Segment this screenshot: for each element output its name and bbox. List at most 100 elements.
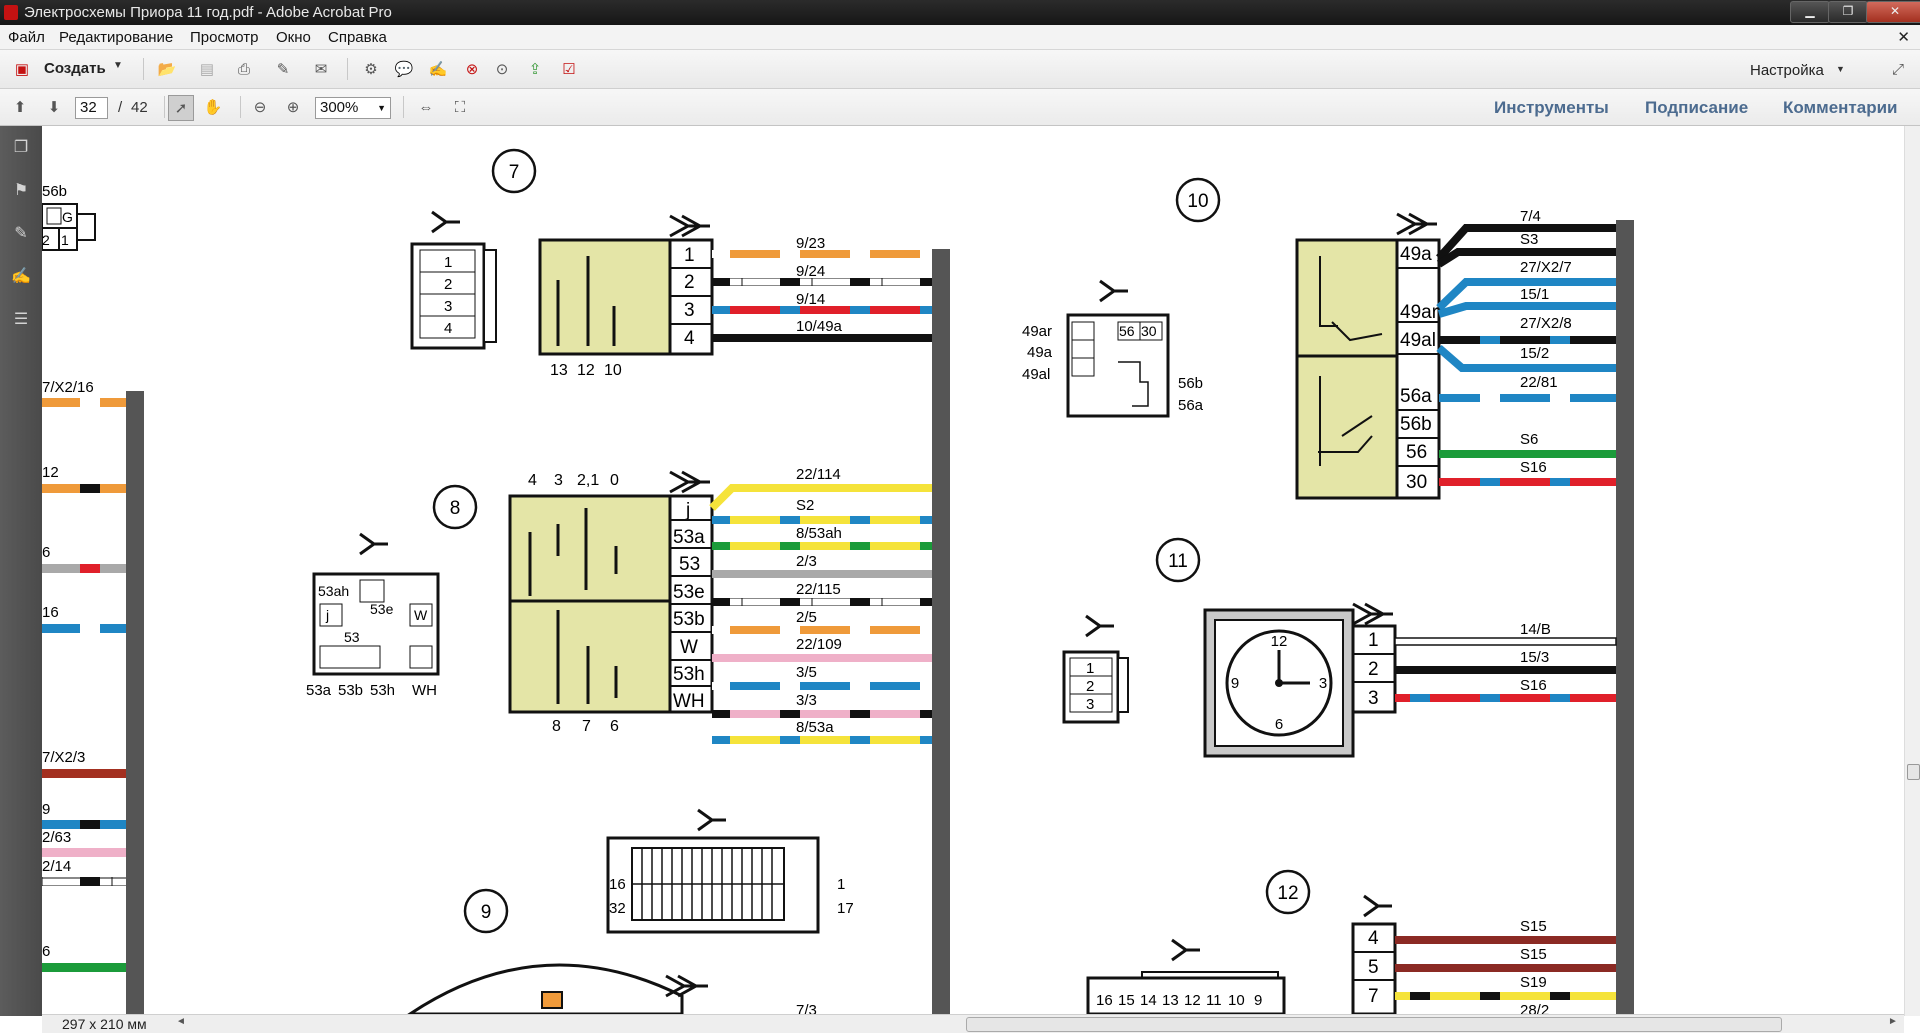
attachments-icon[interactable]: ✎ — [14, 225, 28, 242]
tools-panel-link[interactable]: Инструменты — [1494, 98, 1609, 117]
fit-page-icon[interactable]: ⛶ — [454, 98, 466, 116]
zoom-level-select[interactable]: 300%▼ — [315, 97, 391, 119]
clock-numeral: 3 — [1319, 675, 1327, 692]
wire-segment — [1395, 964, 1616, 972]
block-number: 9 — [481, 902, 492, 923]
wire-label: 15/3 — [1520, 649, 1549, 666]
wire-label: 28/2 — [1520, 1002, 1549, 1014]
scroll-left-icon[interactable]: ◄ — [176, 1016, 186, 1027]
wire-label: 27/X2/7 — [1520, 259, 1572, 276]
wire-label: 9 — [42, 801, 50, 818]
document-view[interactable]: 56b G 2 1 7/X2/16 12 6 16 7/X2/3 9 2/63 … — [42, 126, 1904, 1014]
wire-segment — [1436, 344, 1616, 372]
comment-icon[interactable]: 💬 — [394, 61, 414, 78]
connector-outline — [1118, 361, 1149, 407]
bookmarks-icon[interactable]: ⚑ — [13, 182, 29, 199]
title-bar: Электросхемы Приора 11 год.pdf - Adobe A… — [0, 0, 1920, 25]
wire-segment — [712, 306, 932, 314]
wire-label: 15/1 — [1520, 286, 1549, 303]
block-number: 7 — [509, 162, 520, 183]
zoom-dropdown-icon[interactable]: ▼ — [377, 103, 386, 113]
select-tool-icon[interactable]: ➚ — [168, 95, 194, 121]
customize-dropdown-icon[interactable]: ▼ — [1836, 64, 1845, 74]
left-pin-label: 56b — [42, 183, 67, 200]
gear-icon[interactable]: ⚙ — [364, 61, 378, 78]
connector-arrow-icon — [1396, 212, 1437, 236]
connector-pin: 53h — [370, 682, 395, 699]
layers-icon[interactable]: ☰ — [13, 311, 29, 328]
wire-label: 3/3 — [796, 692, 817, 709]
scrollbar-thumb[interactable] — [1907, 764, 1920, 780]
clock-numeral: 6 — [1275, 716, 1283, 733]
connector-arrow-icon — [1363, 894, 1392, 918]
email-icon[interactable]: ✉ — [314, 61, 328, 78]
connector-arrow-icon — [697, 808, 726, 832]
close-button[interactable]: ✕ — [1866, 1, 1920, 23]
fit-width-icon[interactable]: ⇔ — [418, 98, 434, 116]
page-thumbnails-icon[interactable]: ❐ — [13, 139, 29, 156]
connector-pin: 11 — [1206, 992, 1222, 1009]
menu-edit[interactable]: Редактирование — [59, 29, 174, 46]
pin-number: 7 — [582, 718, 591, 735]
connector-arrow-icon — [1352, 602, 1393, 626]
connector-pin: 3 — [1086, 696, 1094, 713]
highlight-icon[interactable]: ✍ — [428, 61, 448, 78]
create-button[interactable]: Создать — [44, 60, 106, 77]
menu-file[interactable]: Файл — [8, 29, 45, 46]
menu-help[interactable]: Справка — [328, 29, 387, 46]
menu-view[interactable]: Просмотр — [190, 29, 259, 46]
next-page-icon[interactable]: ⬇ — [47, 99, 61, 116]
maximize-button[interactable]: ❐ — [1828, 1, 1868, 23]
terminal-label: j — [685, 500, 690, 521]
wire-segment — [709, 484, 932, 511]
previous-page-icon[interactable]: ⬆ — [13, 99, 27, 116]
zoom-in-icon[interactable]: ⊕ — [286, 99, 300, 116]
form-icon[interactable]: ☑ — [562, 61, 576, 78]
terminal-strip — [1351, 922, 1397, 1014]
connector-grid-lines — [632, 848, 784, 920]
print-icon[interactable]: ⎙ — [237, 60, 250, 78]
hand-tool-icon[interactable]: ✋ — [203, 99, 223, 116]
terminal-label: 53e — [673, 582, 705, 603]
clock-center — [1275, 679, 1283, 687]
terminal-label: 53 — [679, 554, 700, 575]
customize-button[interactable]: Настройка — [1750, 62, 1824, 79]
comments-panel-link[interactable]: Комментарии — [1783, 98, 1898, 117]
export-icon[interactable]: ⇪ — [528, 61, 542, 78]
wire-label: 9/23 — [796, 235, 825, 252]
sign-panel-link[interactable]: Подписание — [1645, 98, 1749, 117]
edit-document-icon[interactable]: ✎ — [276, 61, 290, 78]
menu-window[interactable]: Окно — [276, 29, 311, 46]
open-folder-icon[interactable]: 📂 — [157, 61, 177, 78]
wire-segment — [712, 682, 932, 690]
save-icon[interactable]: ▤ — [199, 61, 215, 78]
expand-icon[interactable]: ⤢ — [1891, 60, 1904, 78]
block-number-badge — [1155, 537, 1201, 583]
main-toolbar: ▣ Создать ▼ 📂 ▤ ⎙ ✎ ✉ ⚙ 💬 ✍ ⊗ ⊙ ⇪ ☑ Наст… — [0, 50, 1920, 89]
connector-arrow-icon — [1099, 279, 1128, 303]
signatures-icon[interactable]: ✍ — [11, 268, 31, 285]
terminal-label: 3 — [684, 300, 695, 321]
wire-label: S15 — [1520, 946, 1547, 963]
page-tool-icon[interactable]: ⊙ — [495, 61, 509, 78]
minimize-button[interactable]: ▁ — [1790, 1, 1830, 23]
wire-segment — [1437, 302, 1616, 318]
left-pin-label: 1 — [61, 232, 69, 248]
wire-segment — [1439, 450, 1616, 458]
delete-page-icon[interactable]: ⊗ — [465, 61, 479, 78]
page-number-input[interactable]: 32 — [75, 97, 108, 119]
wire-label: 22/81 — [1520, 374, 1558, 391]
document-close-icon[interactable]: ✕ — [1897, 29, 1910, 46]
connector-pin: 3 — [444, 298, 452, 315]
zoom-out-icon[interactable]: ⊖ — [253, 99, 267, 116]
scroll-right-icon[interactable]: ► — [1888, 1016, 1898, 1027]
connector-pin: 56b — [1178, 375, 1203, 392]
wire-segment — [1436, 224, 1616, 261]
connector-pin: 16 — [609, 876, 626, 893]
relay-circuit — [1331, 321, 1383, 342]
vertical-scrollbar[interactable] — [1904, 126, 1920, 1016]
wire-segment — [1436, 278, 1616, 311]
wire-segment — [712, 570, 932, 578]
create-dropdown-icon[interactable]: ▼ — [113, 60, 123, 71]
horizontal-scrollbar-thumb[interactable] — [966, 1017, 1782, 1032]
